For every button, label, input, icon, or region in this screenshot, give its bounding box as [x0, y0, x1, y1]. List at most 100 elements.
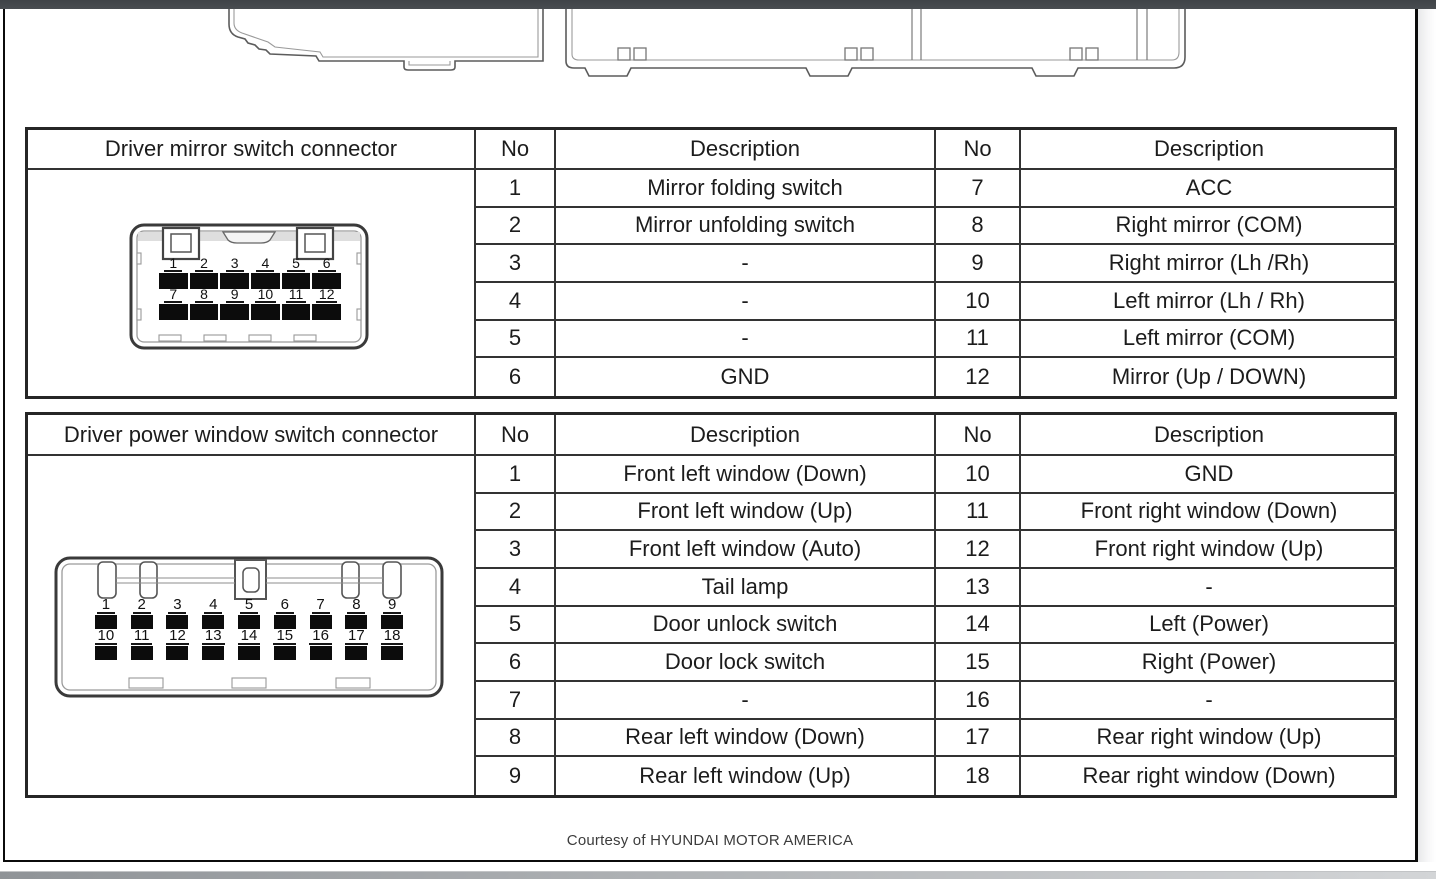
frame-border-left — [3, 9, 5, 862]
pin-desc-cell: GND — [1021, 456, 1397, 494]
pin-desc-cell: Left mirror (COM) — [1021, 321, 1397, 359]
pin-desc-cell: Front left window (Auto) — [556, 531, 936, 569]
pin-desc-cell: - — [1021, 682, 1397, 720]
pin-desc-cell: Mirror folding switch — [556, 170, 936, 208]
pin-desc-cell: Left mirror (Lh / Rh) — [1021, 283, 1397, 321]
pin-no-cell: 4 — [476, 283, 556, 321]
courtesy-caption: Courtesy of HYUNDAI MOTOR AMERICA — [566, 832, 854, 849]
pin-8: 8 — [338, 597, 374, 629]
pin-desc-cell: - — [556, 682, 936, 720]
pin-18: 18 — [374, 628, 410, 660]
pin-contact — [312, 273, 342, 289]
pin-no-cell: 9 — [936, 245, 1021, 283]
pin-contact — [166, 615, 189, 629]
top-window-bar — [0, 0, 1436, 9]
pin-contact — [273, 615, 296, 629]
pin-desc-cell: Left (Power) — [1021, 607, 1397, 645]
pin-no-cell: 17 — [936, 719, 1021, 758]
pin-7: 7 — [303, 597, 339, 629]
no-header: No — [476, 130, 556, 170]
pin-contact — [159, 273, 188, 289]
frame-border-bottom — [3, 860, 1418, 862]
mirror-connector-table: Driver mirror switch connector No Descri… — [25, 127, 1397, 399]
pin-contact — [251, 304, 280, 320]
pin-no-cell: 14 — [936, 606, 1021, 645]
pin-desc-cell: - — [556, 283, 936, 321]
pin-row-10-18: 10 11 12 13 14 15 16 17 18 — [88, 628, 410, 660]
pin-no-cell: 18 — [936, 757, 1021, 795]
pin-contact — [312, 304, 342, 320]
pin-no-cell: 7 — [476, 682, 556, 720]
pin-no-cell: 5 — [476, 320, 556, 359]
pin-no-cell: 1 — [476, 456, 556, 494]
pin-5: 5 — [231, 597, 267, 629]
pin-contact — [220, 273, 250, 289]
description-header: Description — [556, 415, 936, 456]
pin-desc-cell: Front right window (Up) — [1021, 531, 1397, 569]
pin-no-cell: 10 — [936, 456, 1021, 494]
pin-desc-cell: ACC — [1021, 170, 1397, 208]
truncated-connector-drawings — [228, 9, 1186, 77]
no-header: No — [936, 130, 1021, 170]
pin-contact — [238, 646, 261, 660]
pin-no-cell: 1 — [476, 170, 556, 208]
pin-contact — [273, 646, 296, 660]
pin-no-cell: 3 — [476, 245, 556, 283]
pin-contact — [189, 304, 219, 320]
pin-8: 8 — [189, 287, 220, 320]
pin-3: 3 — [219, 256, 250, 289]
pin-10: 10 — [250, 287, 281, 320]
pin-7: 7 — [158, 287, 189, 320]
pin-desc-cell: Mirror (Up / DOWN) — [1111, 364, 1307, 390]
pin-no-cell: 2 — [476, 493, 556, 532]
pin-1: 1 — [88, 597, 124, 629]
pin-desc-cell: Front right window (Down) — [1021, 494, 1397, 532]
pin-6: 6 — [267, 597, 303, 629]
pin-9: 9 — [219, 287, 250, 320]
pin-no-cell: 4 — [476, 569, 556, 607]
pin-contact — [309, 615, 332, 629]
pin-desc-cell: Door unlock switch — [556, 606, 936, 645]
pin-2: 2 — [124, 597, 160, 629]
mirror-connector-diagram: 1 2 3 4 5 6 7 8 9 10 11 12 — [129, 223, 369, 350]
pin-desc-cell: Mirror unfolding switch — [556, 207, 936, 246]
pin-3: 3 — [160, 597, 196, 629]
pin-no-cell: 6 — [476, 644, 556, 682]
pin-contact — [251, 273, 280, 289]
window-connector-diagram: 1 2 3 4 5 6 7 8 9 10 11 12 13 14 15 — [54, 556, 444, 698]
pin-no-cell: 16 — [936, 682, 1021, 720]
pin-desc-cell: GND — [556, 358, 936, 396]
window-connector-diagram-cell: 1 2 3 4 5 6 7 8 9 10 11 12 13 14 15 — [28, 456, 476, 795]
pin-5: 5 — [281, 256, 312, 289]
pin-contact — [159, 304, 188, 320]
right-margin-strip — [1418, 9, 1436, 862]
pin-no-cell: 13 — [936, 569, 1021, 607]
pin-10: 10 — [88, 628, 124, 660]
window-connector-table: Driver power window switch connector No … — [25, 412, 1397, 798]
pin-desc-cell: - — [556, 245, 936, 283]
pin-no-cell: 3 — [476, 531, 556, 569]
bottom-gradient-bar — [0, 871, 1436, 879]
pin-contact — [281, 273, 311, 289]
pin-no-cell: 8 — [936, 207, 1021, 246]
pin-16: 16 — [303, 628, 339, 660]
pin-no-cell: 11 — [936, 493, 1021, 532]
pin-contact — [202, 615, 225, 629]
pin-4: 4 — [195, 597, 231, 629]
pin-contact — [220, 304, 250, 320]
pin-15: 15 — [267, 628, 303, 660]
pin-contact — [202, 646, 225, 660]
pin-contact — [281, 304, 311, 320]
pin-13: 13 — [195, 628, 231, 660]
pin-no-cell: 7 — [936, 170, 1021, 208]
pin-contact — [345, 646, 368, 660]
pin-desc-cell: Rear right window (Up) — [1021, 720, 1397, 758]
pin-9: 9 — [374, 597, 410, 629]
pin-row-7-12: 7 8 9 10 11 12 — [158, 287, 342, 320]
pin-contact — [345, 615, 368, 629]
pin-11: 11 — [281, 287, 312, 320]
pin-no-cell: 15 — [936, 644, 1021, 682]
pin-contact — [309, 646, 332, 660]
pin-desc-cell: Front left window (Down) — [556, 456, 936, 494]
description-header: Description — [556, 130, 936, 170]
